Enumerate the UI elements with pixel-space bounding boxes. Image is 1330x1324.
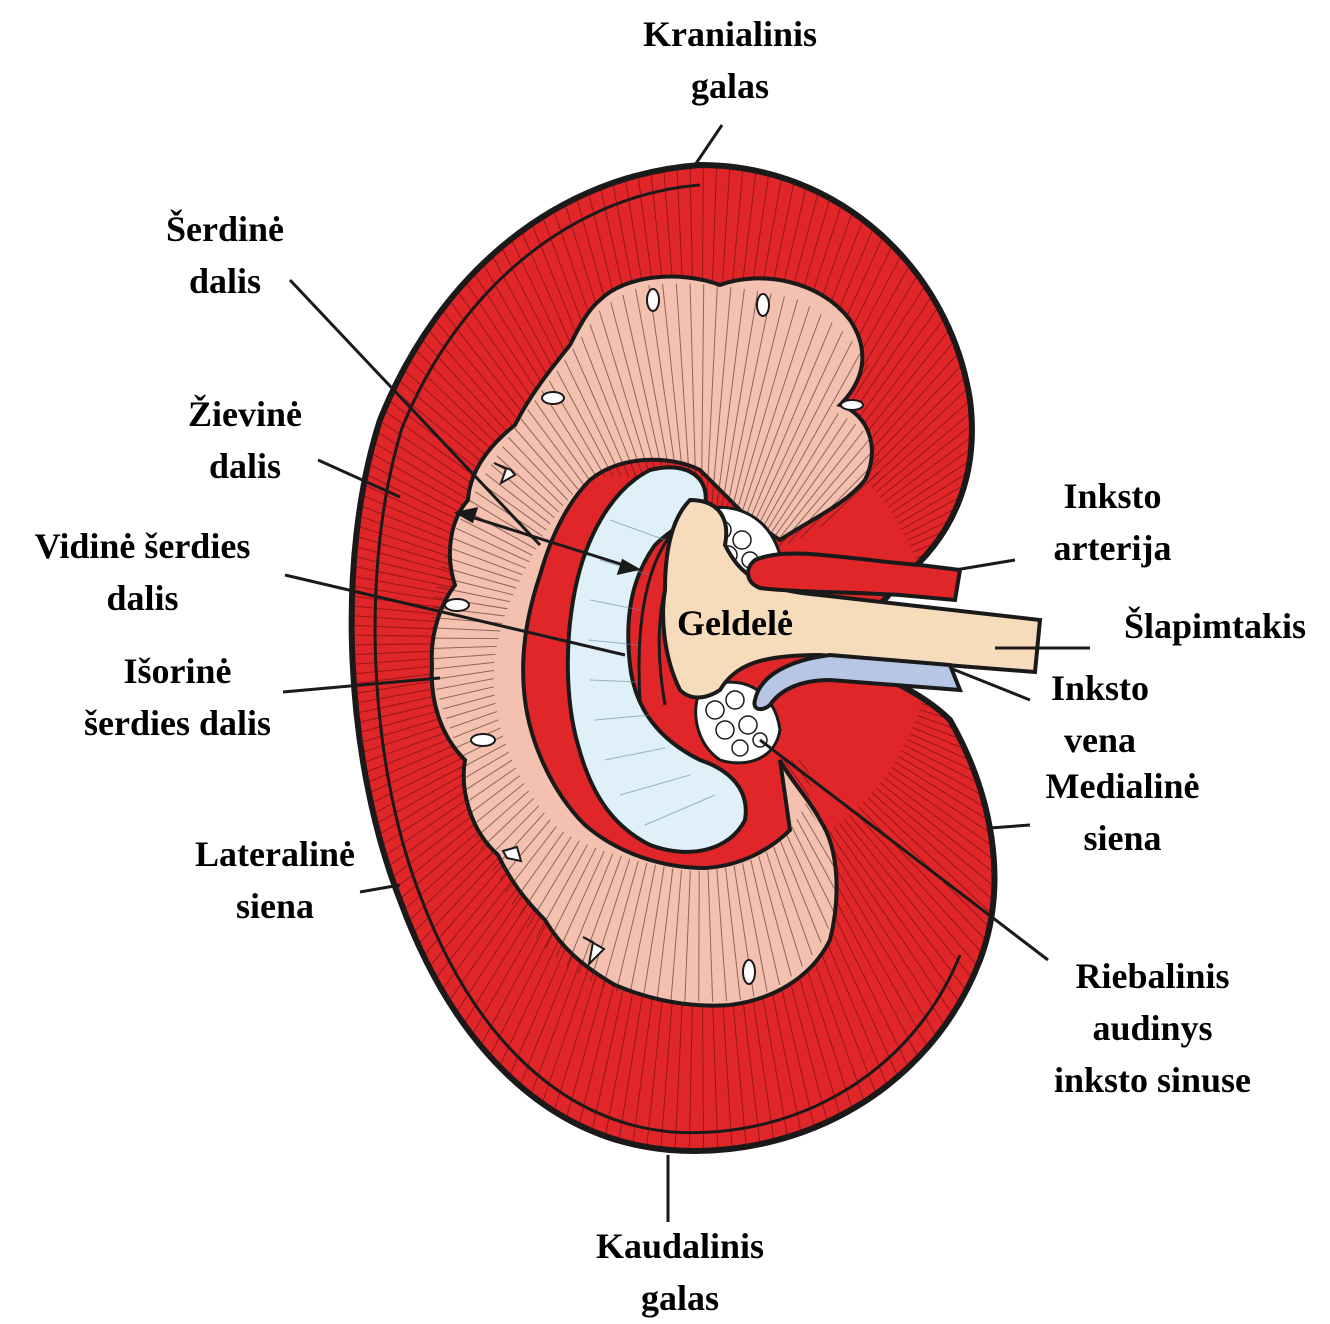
label-cranial-end: Kranialinis galas <box>600 8 860 112</box>
label-caudal-line1: Kaudalinis <box>550 1220 810 1272</box>
label-outer-medulla: Išorinė šerdies dalis <box>45 645 310 749</box>
label-medulla-line1: Šerdinė <box>130 203 320 255</box>
label-renal-pelvis-line1: Geldelė <box>655 597 815 649</box>
label-medial-wall-line2: siena <box>1015 812 1230 864</box>
label-medulla-line2: dalis <box>130 255 320 307</box>
label-renal-vein-line2: vena <box>1020 714 1180 766</box>
label-inner-medulla: Vidinė šerdies dalis <box>0 520 285 624</box>
label-lateral-wall: Lateralinė siena <box>160 828 390 932</box>
label-medial-wall: Medialinė siena <box>1015 760 1230 864</box>
label-cranial-line2: galas <box>600 60 860 112</box>
label-cortex-line2: dalis <box>150 440 340 492</box>
label-renal-vein: Inksto vena <box>1020 662 1180 766</box>
label-medulla: Šerdinė dalis <box>130 203 320 307</box>
label-outer-medulla-line1: Išorinė <box>45 645 310 697</box>
label-sinus-fat: Riebalinis audinys inksto sinuse <box>1020 950 1285 1106</box>
label-lateral-wall-line2: siena <box>160 880 390 932</box>
label-cranial-line1: Kranialinis <box>600 8 860 60</box>
label-renal-artery-line1: Inksto <box>1020 470 1205 522</box>
label-outer-medulla-line2: šerdies dalis <box>45 697 310 749</box>
label-lateral-wall-line1: Lateralinė <box>160 828 390 880</box>
label-ureter-line1: Šlapimtakis <box>1100 600 1330 652</box>
label-renal-artery: Inksto arterija <box>1020 470 1205 574</box>
label-renal-vein-line1: Inksto <box>1020 662 1180 714</box>
label-sinus-fat-line3: inksto sinuse <box>1020 1054 1285 1106</box>
label-ureter: Šlapimtakis <box>1100 600 1330 652</box>
label-inner-medulla-line1: Vidinė šerdies <box>0 520 285 572</box>
label-caudal-end: Kaudalinis galas <box>550 1220 810 1324</box>
label-sinus-fat-line1: Riebalinis <box>1020 950 1285 1002</box>
label-cortex-line1: Žievinė <box>150 388 340 440</box>
label-renal-pelvis: Geldelė <box>655 597 815 649</box>
label-medial-wall-line1: Medialinė <box>1015 760 1230 812</box>
label-cortex: Žievinė dalis <box>150 388 340 492</box>
label-caudal-line2: galas <box>550 1272 810 1324</box>
label-sinus-fat-line2: audinys <box>1020 1002 1285 1054</box>
label-inner-medulla-line2: dalis <box>0 572 285 624</box>
label-renal-artery-line2: arterija <box>1020 522 1205 574</box>
